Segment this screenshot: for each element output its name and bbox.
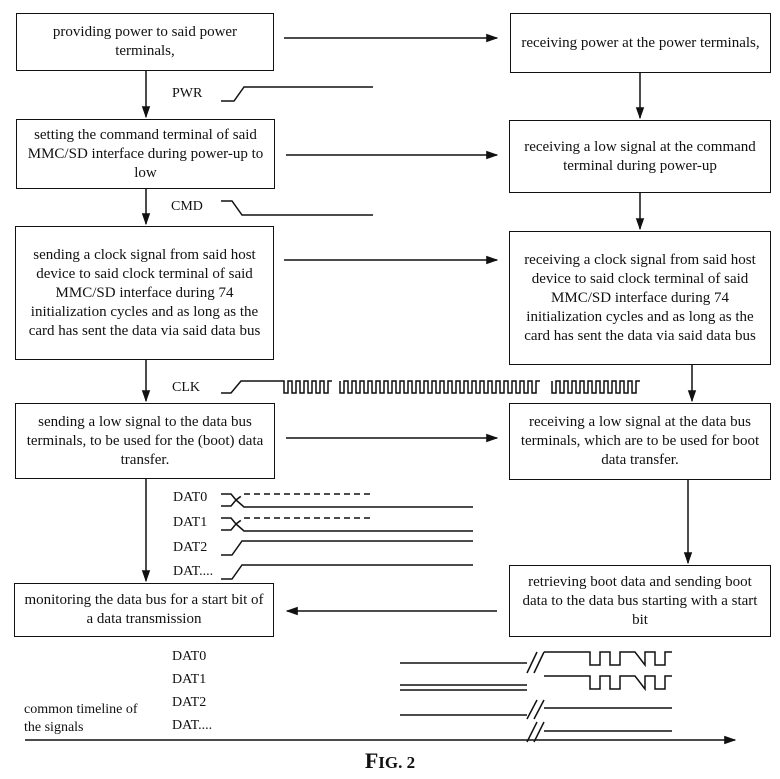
timeline-dat0-break2 (533, 651, 545, 674)
card-step-receive-clock: receiving a clock signal from said host … (509, 231, 771, 365)
host-step-set-command-low: setting the command terminal of said MMC… (16, 119, 275, 189)
waveform-dat0-dashed (235, 493, 373, 501)
waveform-dat1-low (235, 523, 473, 532)
waveform-dat0-low (235, 499, 473, 508)
waveform-clk (221, 380, 640, 394)
waveform-datn (221, 564, 473, 580)
timeline-datn-break2 (533, 721, 545, 743)
timeline-dat2-break2 (533, 699, 545, 720)
card-step-receive-command-low: receiving a low signal at the command te… (509, 120, 771, 193)
waveform-dat2 (221, 540, 473, 556)
signal-label-cmd: CMD (171, 199, 203, 214)
signal-label-datn: DAT.... (173, 564, 214, 579)
card-step-receive-low-data-text: receiving a low signal at the data bus t… (520, 414, 760, 468)
card-step-receive-command-low-text: receiving a low signal at the command te… (524, 138, 756, 174)
signal-label-dat1: DAT1 (173, 515, 208, 530)
host-step-send-low-data-text: sending a low signal to the data bus ter… (26, 413, 264, 468)
host-step-set-command-low-text: setting the command terminal of said MMC… (27, 126, 264, 181)
timeline-dat0-after (544, 651, 672, 668)
host-step-provide-power-text: providing power to said power terminals, (52, 24, 238, 59)
card-step-receive-low-data: receiving a low signal at the data bus t… (509, 403, 771, 480)
card-step-receive-power-text: receiving power at the power terminals, (521, 34, 760, 51)
host-step-send-clock-text: sending a clock signal from said host de… (28, 246, 261, 339)
common-timeline-label: common timeline of the signals (24, 702, 138, 735)
host-step-send-low-data: sending a low signal to the data bus ter… (15, 403, 275, 479)
host-step-monitor-data-bus: monitoring the data bus for a start bit … (14, 583, 274, 637)
card-step-send-boot-data: retrieving boot data and sending boot da… (509, 565, 771, 637)
waveform-dat0-start (221, 493, 237, 507)
signal-label-pwr: PWR (172, 86, 203, 101)
timeline-dat2-break (526, 699, 538, 720)
timeline-dat1-after (544, 675, 672, 692)
waveform-dat1-start (221, 517, 237, 531)
card-step-send-boot-data-text: retrieving boot data and sending boot da… (522, 573, 758, 628)
timeline-label-dat1: DAT1 (172, 672, 207, 687)
waveform-pwr (221, 86, 373, 102)
timeline-label-dat0: DAT0 (172, 649, 207, 664)
timeline-dat0-break (526, 651, 538, 674)
host-step-send-clock: sending a clock signal from said host de… (15, 226, 274, 360)
signal-label-dat0: DAT0 (173, 490, 208, 505)
card-step-receive-clock-text: receiving a clock signal from said host … (524, 251, 756, 344)
figure-caption: FIG. 2 (364, 748, 416, 773)
host-step-provide-power: providing power to said power terminals, (16, 13, 274, 71)
signal-label-clk: CLK (172, 380, 200, 395)
card-step-receive-power: receiving power at the power terminals, (510, 13, 771, 73)
signal-label-dat2: DAT2 (173, 540, 208, 555)
waveform-cmd (221, 200, 373, 216)
host-step-monitor-data-bus-text: monitoring the data bus for a start bit … (24, 592, 264, 627)
timeline-label-datn: DAT.... (172, 718, 213, 733)
timeline-label-dat2: DAT2 (172, 695, 207, 710)
timeline-datn-break (526, 721, 538, 743)
waveform-dat1-dashed (235, 517, 373, 525)
